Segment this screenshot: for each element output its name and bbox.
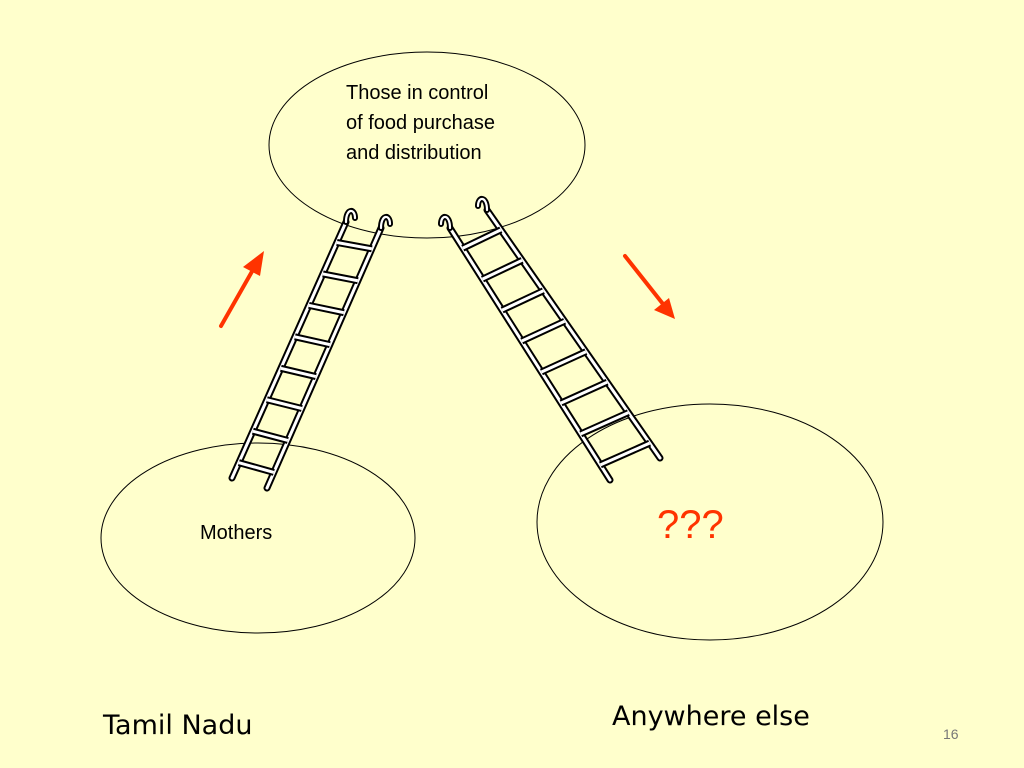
right-ellipse bbox=[536, 403, 884, 641]
right-caption: Anywhere else bbox=[612, 701, 810, 732]
top-ellipse bbox=[268, 51, 586, 239]
right-node-label: ??? bbox=[657, 503, 724, 547]
top-node-label: Those in control of food purchase and di… bbox=[346, 82, 495, 164]
arrow-up-right-icon bbox=[219, 251, 264, 328]
ladder-icon bbox=[228, 208, 393, 492]
left-caption: Tamil Nadu bbox=[103, 710, 253, 741]
left-node-label: Mothers bbox=[200, 522, 273, 544]
arrow-down-right-icon bbox=[623, 254, 675, 319]
left-ellipse bbox=[100, 442, 416, 634]
page-number: 16 bbox=[943, 726, 959, 742]
ladder-icon bbox=[438, 196, 664, 484]
